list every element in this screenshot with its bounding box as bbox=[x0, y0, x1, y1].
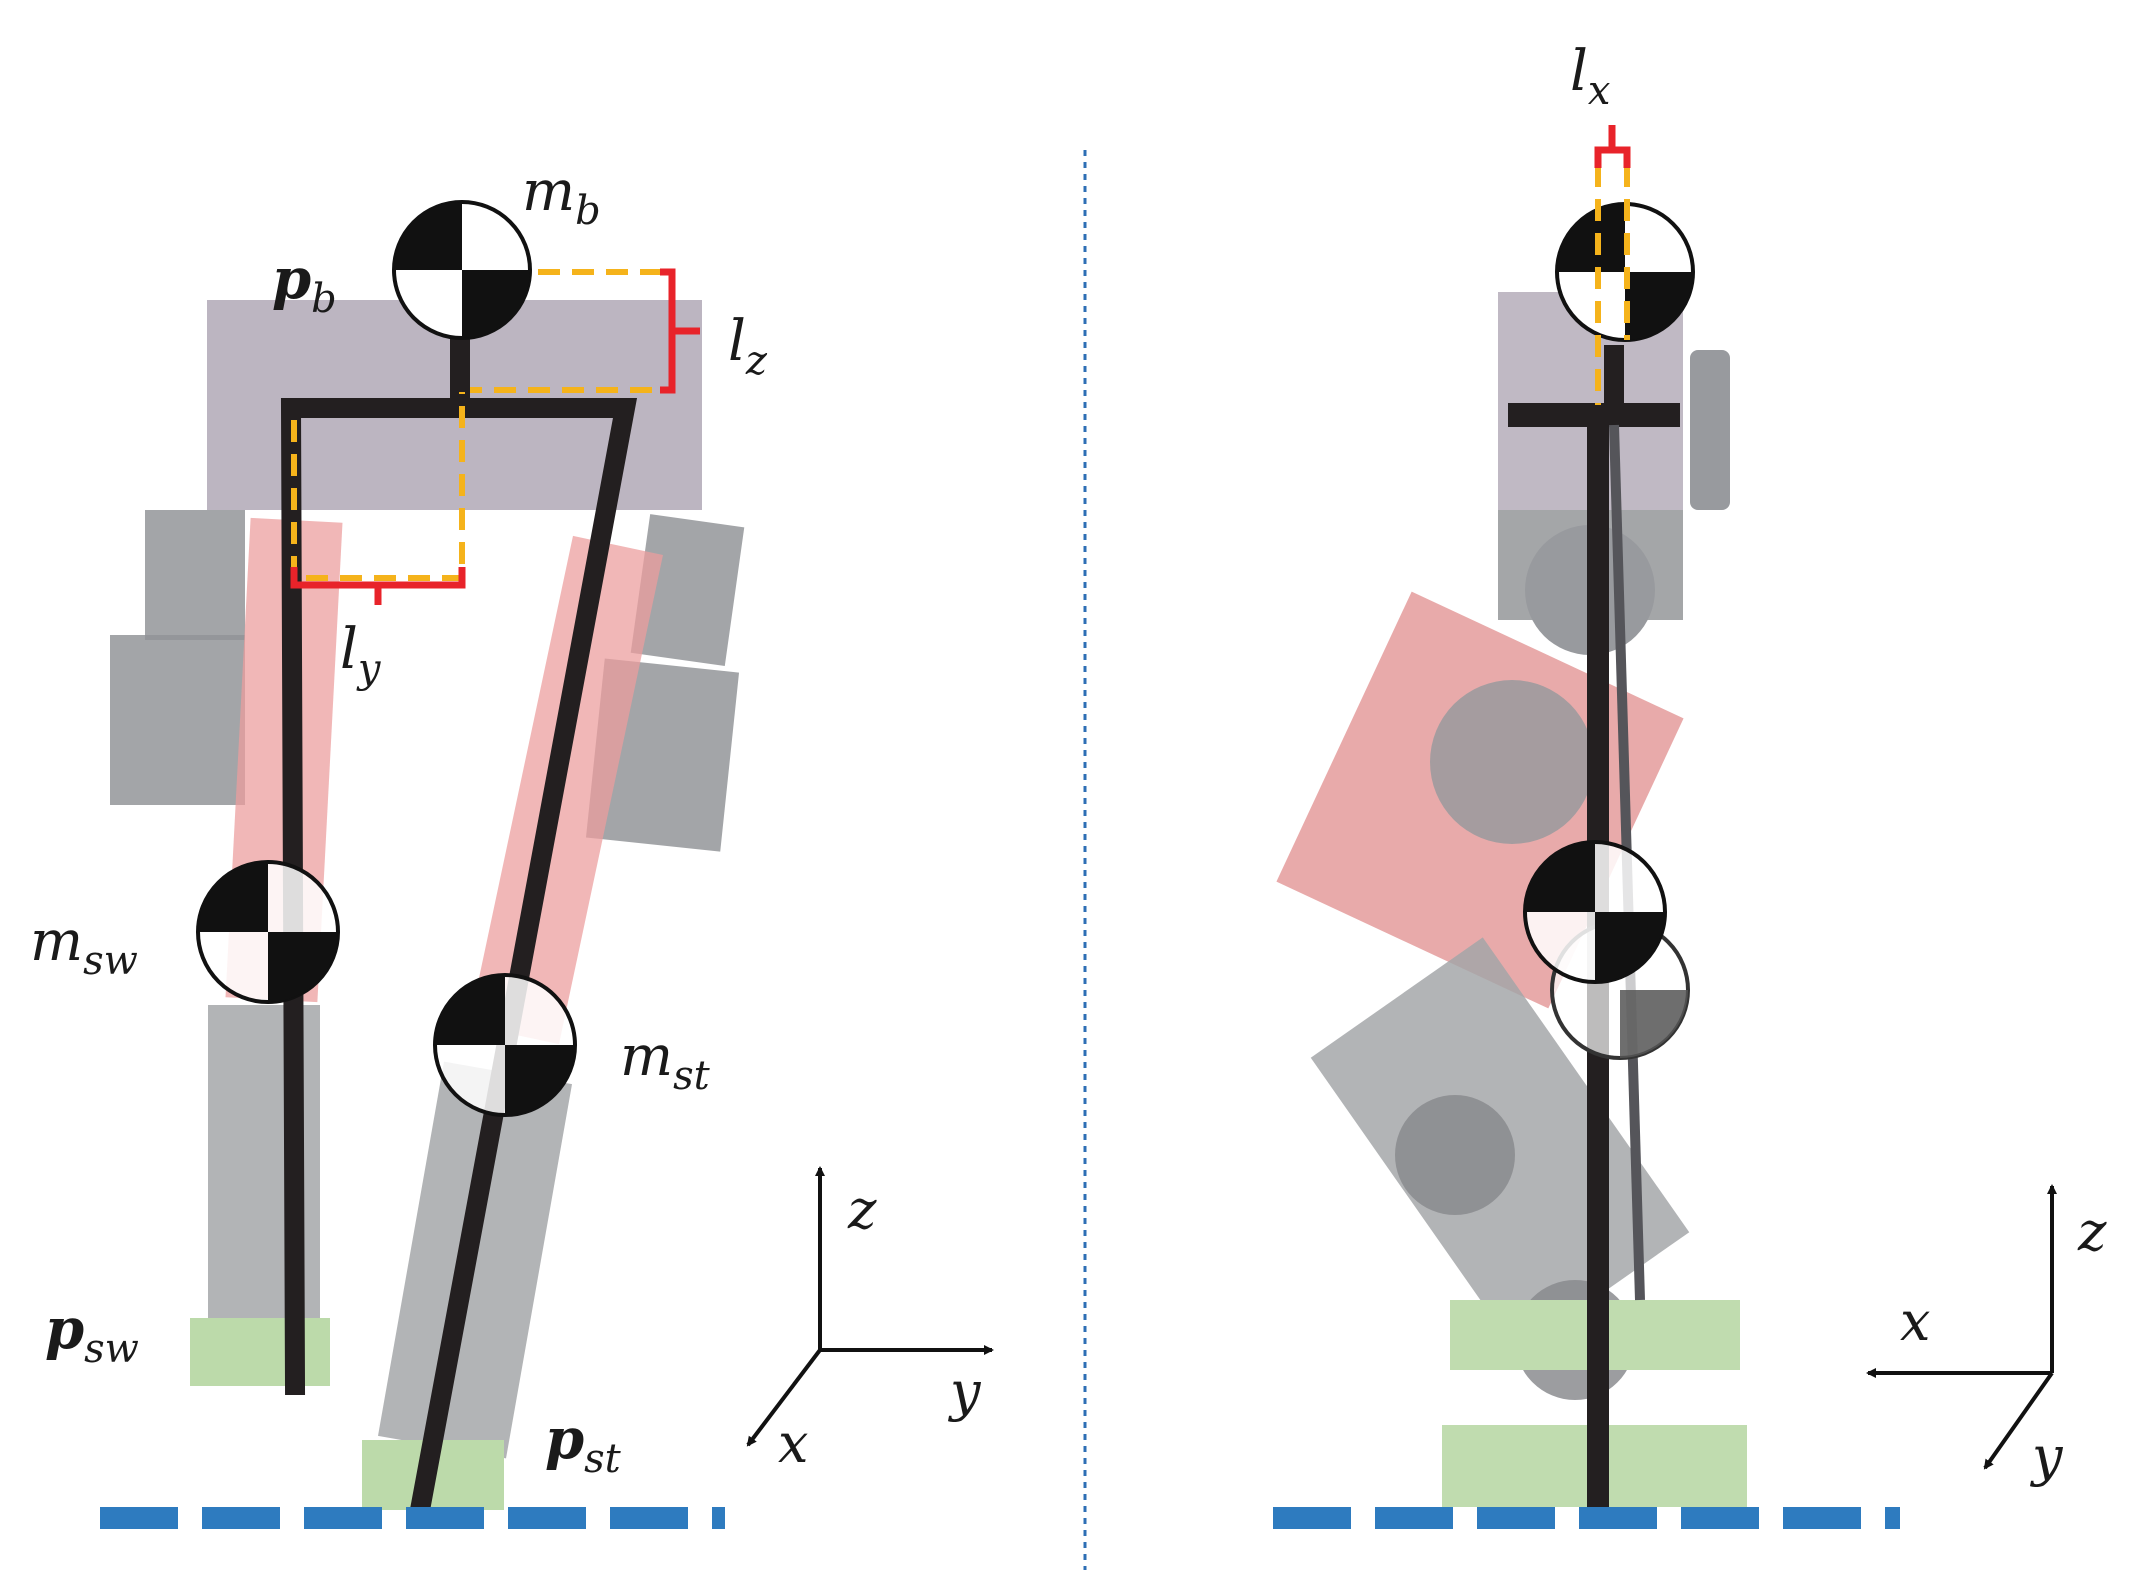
label-l-x: lx bbox=[1570, 39, 1610, 114]
right-robot-render bbox=[1276, 292, 1747, 1507]
swing-foot bbox=[190, 1318, 330, 1386]
right-axes bbox=[1866, 1184, 2057, 1470]
axis-label-z-left: z bbox=[847, 1178, 877, 1241]
left-dim-lines bbox=[291, 269, 675, 581]
left-motor bbox=[110, 635, 245, 805]
left-x-axis bbox=[746, 1348, 822, 1447]
label-m-b: mb bbox=[522, 159, 601, 234]
com-msw bbox=[196, 860, 340, 1004]
label-p-sw: psw bbox=[45, 1296, 139, 1372]
l-y-dim bbox=[291, 392, 465, 581]
l-y-bracket bbox=[290, 567, 466, 605]
right-motor bbox=[1690, 350, 1730, 510]
left-motor bbox=[630, 514, 745, 666]
right-dim-lines bbox=[1595, 165, 1630, 405]
right-knee-joint bbox=[1430, 680, 1594, 844]
label-m-st: mst bbox=[620, 1024, 711, 1099]
com-right-stance bbox=[1523, 840, 1667, 984]
label-p-b: pb bbox=[272, 246, 337, 322]
label-m-sw: msw bbox=[30, 909, 138, 984]
axis-label-z-right: z bbox=[2077, 1200, 2107, 1263]
left-view: mb pb lz ly msw mst psw pst z y x bbox=[30, 159, 994, 1529]
left-motor bbox=[145, 510, 245, 640]
label-p-st: pst bbox=[545, 1406, 622, 1482]
l-z-dim bbox=[470, 269, 675, 393]
axis-label-x-right: x bbox=[1900, 1290, 1930, 1353]
right-ankle-joint bbox=[1395, 1095, 1515, 1215]
label-l-y: ly bbox=[340, 617, 382, 692]
com-mb bbox=[392, 200, 532, 340]
right-thigh-link bbox=[469, 535, 663, 1045]
axis-label-x-left: x bbox=[778, 1412, 808, 1475]
l-x-bracket bbox=[1594, 125, 1631, 168]
label-l-z: lz bbox=[728, 309, 768, 384]
com-mst bbox=[433, 973, 577, 1117]
axis-label-y-left: y bbox=[948, 1360, 982, 1423]
left-brackets bbox=[290, 268, 700, 605]
left-axes bbox=[746, 1166, 994, 1447]
right-y-axis bbox=[1983, 1371, 2054, 1470]
l-z-bracket bbox=[660, 268, 700, 394]
right-view: lx z x y bbox=[1273, 39, 2107, 1529]
axis-label-y-right: y bbox=[2030, 1425, 2064, 1488]
